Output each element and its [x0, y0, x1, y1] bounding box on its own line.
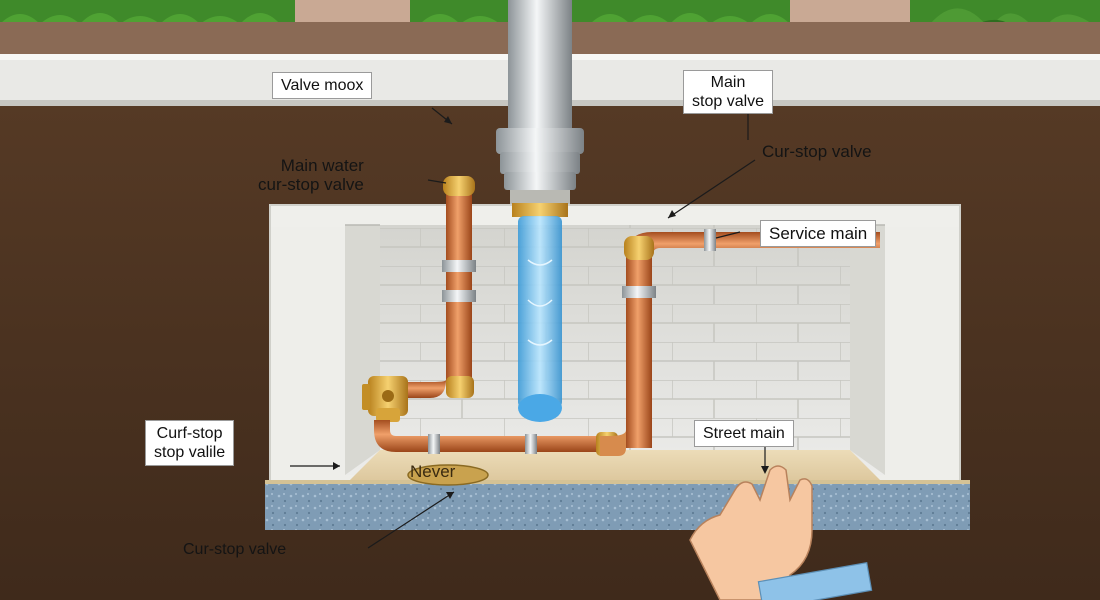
brass-gate-valve: [362, 376, 408, 422]
curf-stop-label-line2: stop valile: [154, 444, 226, 461]
steel-riser-pipe: [496, 0, 584, 217]
arrow-heads: [333, 116, 769, 499]
main-water-curb-stop-label: Main water cur-stop valve: [258, 156, 364, 194]
main-stop-valve-label-line2: stop valve: [692, 93, 765, 110]
hand-illustration: [689, 465, 873, 600]
valve-box-label: Valve moox: [272, 72, 373, 99]
curf-stop-valve-label: Curf-stop stop valile: [145, 420, 235, 466]
never-label: Never: [410, 462, 456, 481]
street-main-label: Street main: [694, 420, 794, 447]
bottom-curb-stop-valve-label: Cur-stop valve: [183, 541, 287, 558]
curb-stop-valve-label-right: Cur-stop valve: [762, 142, 872, 161]
never-plate: [407, 464, 489, 486]
curf-stop-label-line1: Curf-stop: [156, 425, 223, 442]
copper-pipe-left: [400, 176, 476, 398]
main-stop-valve-label-line1: Main: [710, 74, 746, 91]
gravel-base: [265, 480, 970, 530]
curb-pillar-left: [295, 0, 410, 24]
curb-pillar-right: [790, 0, 910, 24]
main-water-label-line2: cur-stop valve: [258, 175, 364, 194]
main-stop-valve-label: Main stop valve: [683, 70, 774, 114]
main-water-label-line1: Main water: [280, 156, 364, 175]
service-main-label: Service main: [760, 220, 877, 247]
water-tube: [518, 216, 562, 422]
